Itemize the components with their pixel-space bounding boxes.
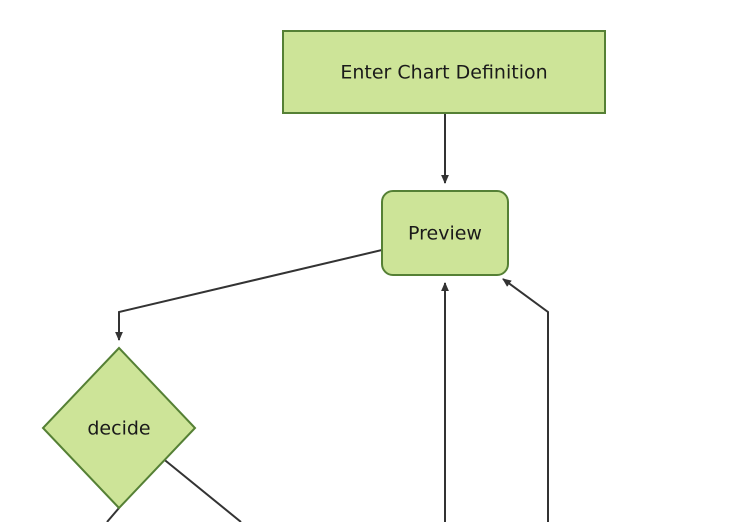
node-enter-chart-definition-label: Enter Chart Definition [340, 62, 547, 84]
edge-decide-bottom-left-offscreen [106, 507, 120, 522]
node-decide-shape[interactable] [41, 346, 197, 510]
edge-bottom-right-to-preview [502, 278, 549, 522]
node-decide-label: decide [87, 418, 150, 440]
edge-preview-to-decide [115, 249, 383, 341]
node-enter-chart-definition[interactable]: Enter Chart Definition [282, 30, 606, 114]
node-preview-label: Preview [408, 223, 482, 245]
edge-decide-bottom-right-offscreen [160, 456, 242, 522]
edge-layer [106, 113, 549, 522]
node-preview-shape[interactable] [381, 190, 509, 276]
node-enter-chart-definition-shape[interactable] [282, 30, 606, 114]
node-decide[interactable]: decide [41, 346, 197, 510]
node-preview[interactable]: Preview [381, 190, 509, 276]
